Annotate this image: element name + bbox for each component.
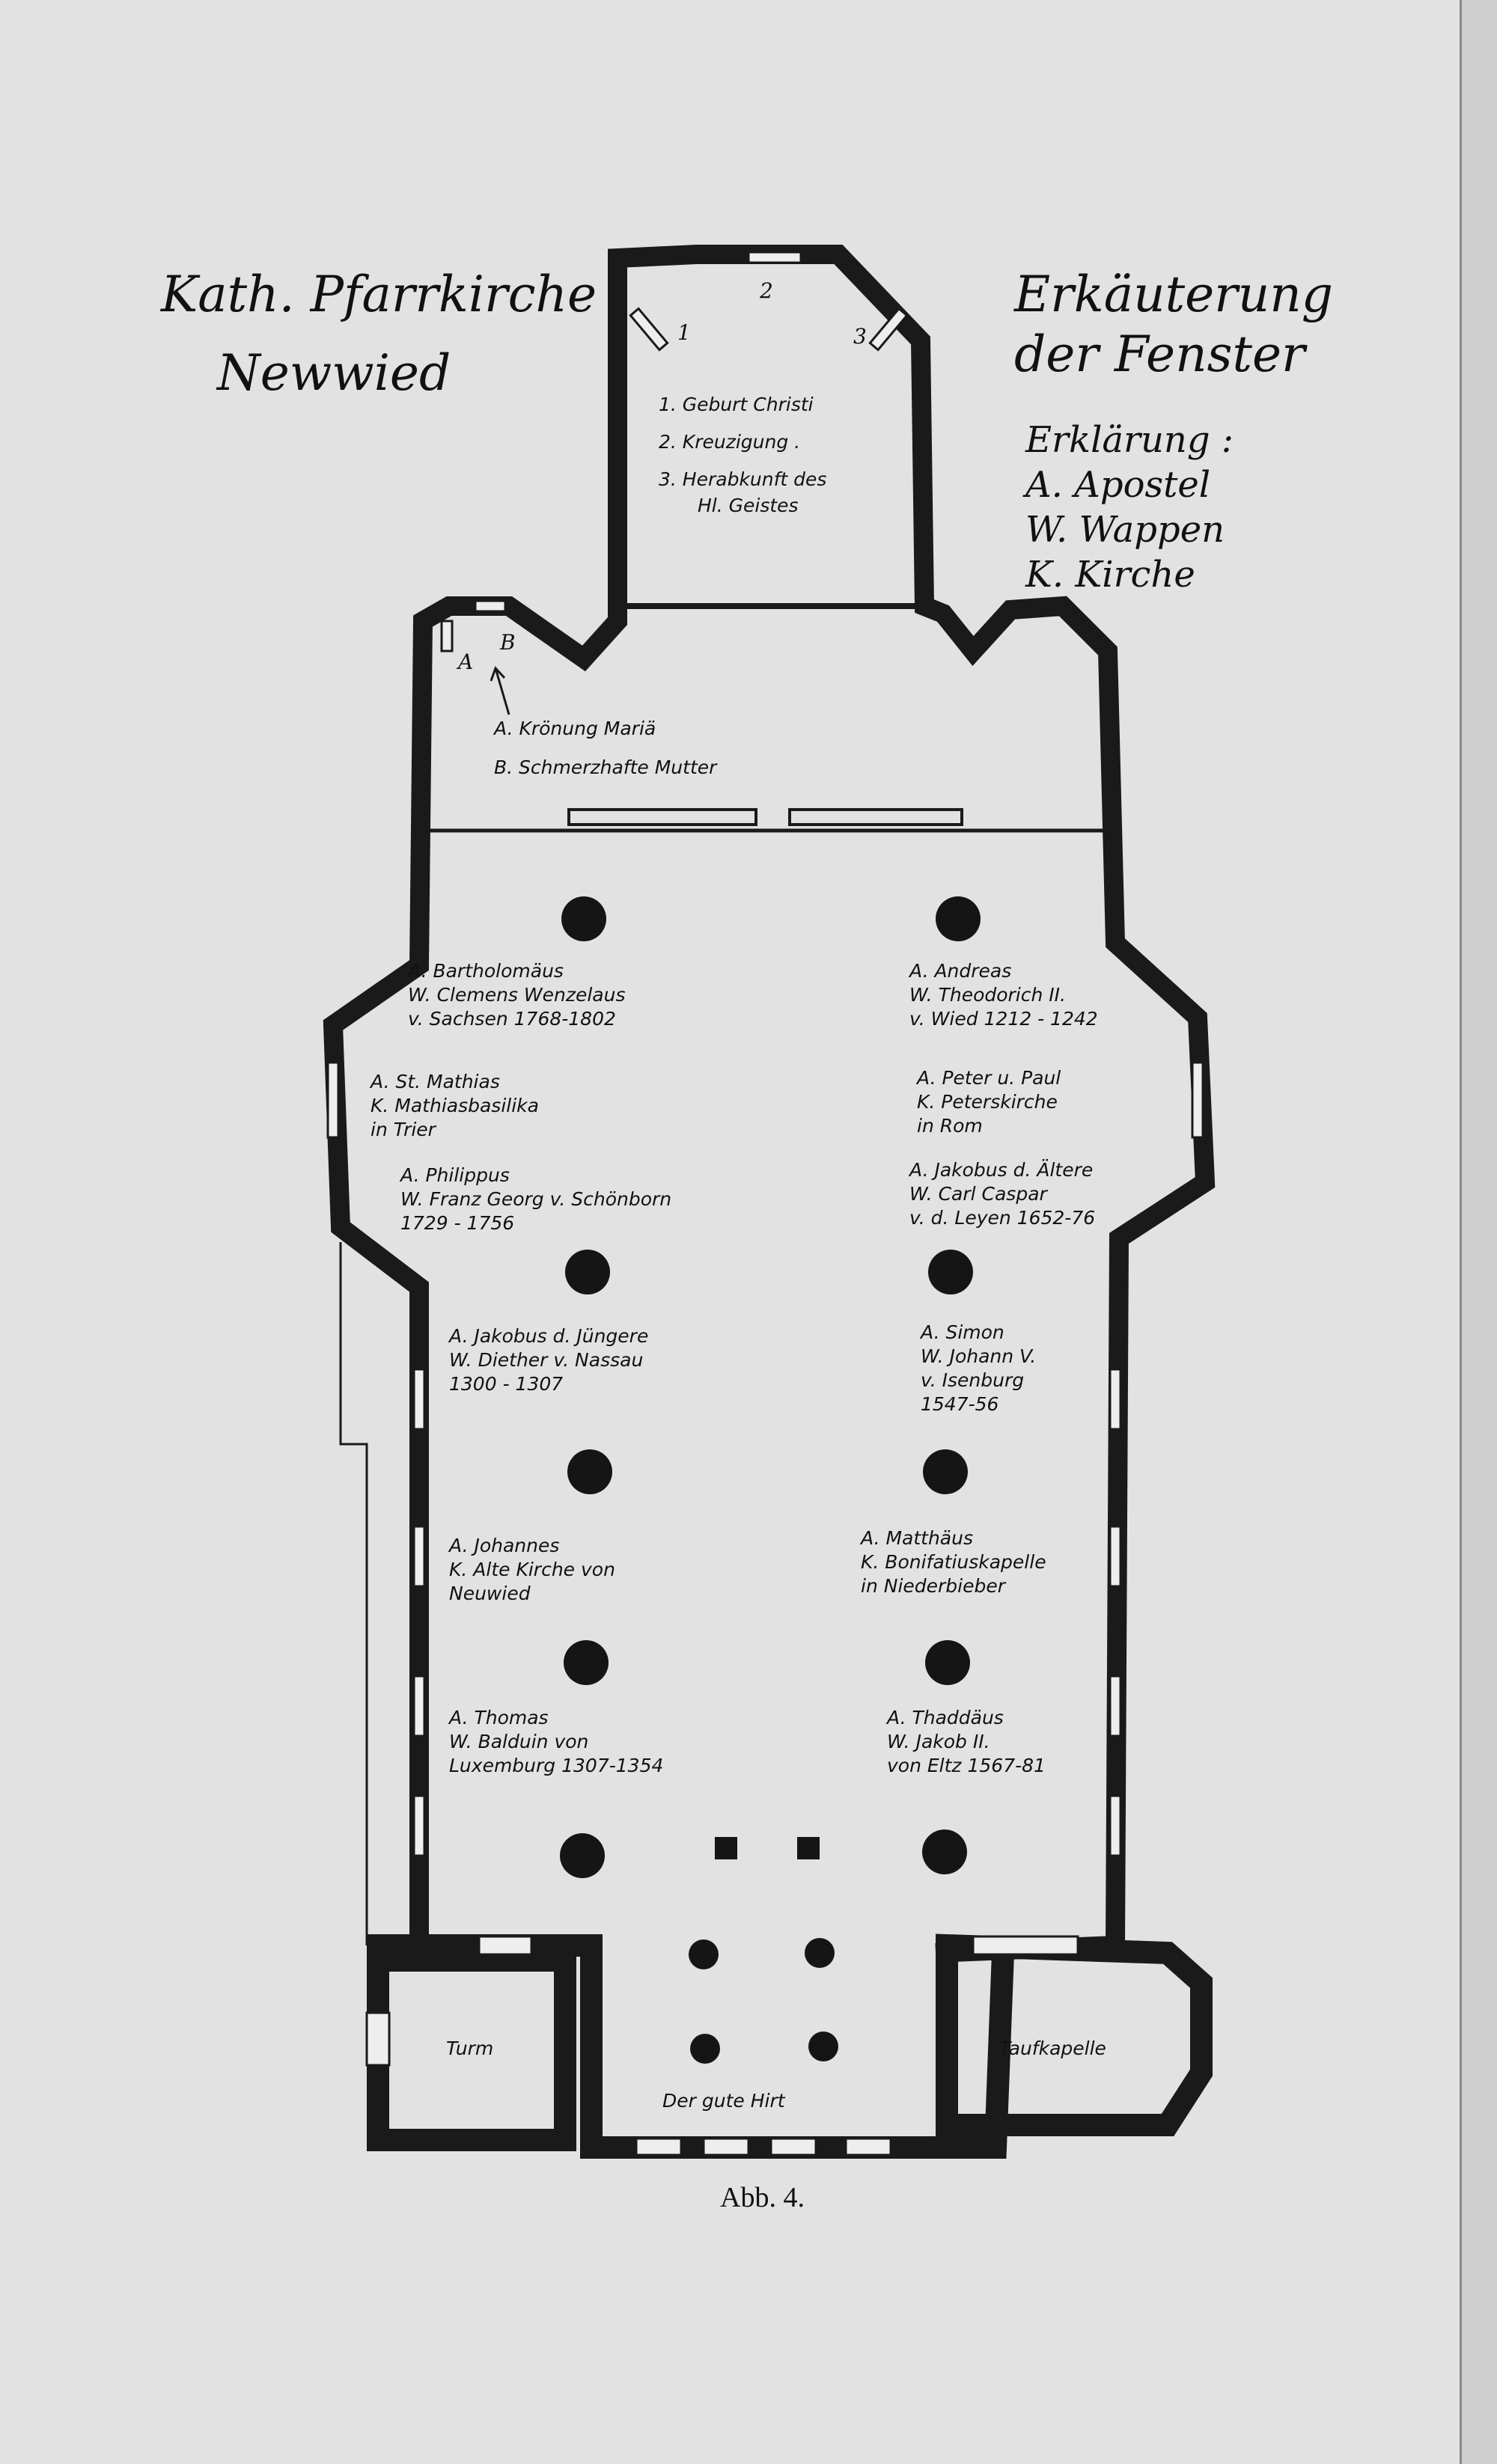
nave-window-l1 (412, 1368, 426, 1431)
entrance-label: Der gute Hirt (662, 2090, 785, 2112)
apse-window-3 (868, 307, 909, 352)
tower-window (365, 2011, 391, 2067)
nave-window-l2 (412, 1525, 426, 1588)
pillar (715, 1837, 737, 1859)
legend-subheading: Erklärung : (1025, 419, 1234, 461)
title-line-1: Kath. Pfarrkirche (161, 266, 597, 323)
nave-window-label: A. Peter u. Paul K. Peterskirche in Rom (917, 1067, 1061, 1137)
chapel-window-letter: A (458, 649, 474, 674)
front-window-4 (844, 2137, 892, 2156)
nave-window-label: A. Simon W. Johann V. v. Isenburg 1547-5… (921, 1321, 1037, 1415)
outer-wall (323, 245, 1216, 1963)
column (928, 1250, 973, 1294)
column (689, 1939, 719, 1969)
chapel-window-a (440, 620, 454, 652)
figure-caption: Abb. 4. (720, 2182, 805, 2213)
chapel-window-label: B. Schmerzhafte Mutter (494, 756, 717, 778)
nave-window-label: A. Bartholomäus W. Clemens Wenzelaus v. … (408, 960, 626, 1030)
nave-window-label: A. Philippus W. Franz Georg v. Schönborn… (400, 1164, 672, 1234)
altar-step-2 (788, 808, 963, 826)
apse-window-label: 3. Herabkunft des (659, 468, 827, 490)
column (923, 1449, 968, 1494)
nave-window-label: A. Thomas W. Balduin von Luxemburg 1307-… (449, 1707, 664, 1776)
baptistery-opening (972, 1935, 1079, 1956)
legend-item: W. Wappen (1025, 509, 1225, 551)
nave-window-label: A. Johannes K. Alte Kirche von Neuwied (449, 1535, 615, 1604)
nave-window-label: A. Matthäus K. Bonifatiuskapelle in Nied… (861, 1527, 1046, 1597)
column (805, 1938, 835, 1968)
nave-window-r2 (1109, 1525, 1122, 1588)
nave-window-label: A. Andreas W. Theodorich II. v. Wied 121… (909, 960, 1098, 1030)
apse-window-label: Hl. Geistes (698, 495, 799, 516)
nave-window-label: A. Jakobus d. Ältere W. Carl Caspar v. d… (909, 1159, 1096, 1229)
book-page (0, 0, 1460, 2464)
transept-window-l (326, 1061, 340, 1139)
arrow-icon (490, 666, 510, 715)
chapel-window-letter: B (500, 630, 516, 655)
column (565, 1250, 610, 1294)
column (808, 2032, 838, 2061)
column (564, 1640, 609, 1685)
apse-window-label: 1. Geburt Christi (659, 394, 814, 415)
front-window-3 (769, 2137, 817, 2156)
tower-opening (478, 1935, 533, 1956)
nave-window-r4 (1109, 1794, 1122, 1857)
baptistery-label: Taufkapelle (999, 2037, 1106, 2059)
column (561, 896, 606, 941)
baptistery-walls (936, 1933, 1213, 2136)
nave-window-l3 (412, 1675, 426, 1737)
book-spine (1460, 0, 1497, 2464)
apse-window-1 (629, 307, 669, 352)
column (690, 2034, 720, 2064)
aisle-line (339, 1242, 368, 1945)
column (936, 896, 981, 941)
front-window-2 (702, 2137, 750, 2156)
transept-window-r (1191, 1061, 1204, 1139)
nave-window-l4 (412, 1794, 426, 1857)
title-line-2: Newwied (217, 344, 451, 402)
apse-window-label: 2. Kreuzigung . (659, 431, 801, 453)
nave-window-r1 (1109, 1368, 1122, 1431)
legend-heading-2: der Fenster (1014, 325, 1305, 383)
column (567, 1449, 612, 1494)
column (922, 1829, 967, 1874)
legend-item: K. Kirche (1025, 554, 1195, 596)
tower-label: Turm (446, 2037, 494, 2059)
front-window-1 (635, 2137, 683, 2156)
chapel-window-b (474, 599, 507, 613)
nave-window-label: A. St. Mathias K. Mathiasbasilika in Tri… (371, 1071, 539, 1140)
legend-item: A. Apostel (1025, 464, 1211, 506)
apse-window-number: 1 (677, 320, 691, 345)
nave-window-label: A. Thaddäus W. Jakob II. von Eltz 1567-8… (887, 1707, 1046, 1776)
chapel-window-label: A. Krönung Mariä (494, 718, 656, 739)
apse-window-number: 3 (853, 324, 867, 349)
apse-window-number: 2 (760, 278, 773, 303)
apse-window-2 (747, 251, 802, 264)
columns (560, 896, 981, 2064)
column (925, 1640, 970, 1685)
legend-heading-1: Erkäuterung (1014, 266, 1333, 323)
nave-window-label: A. Jakobus d. Jüngere W. Diether v. Nass… (449, 1325, 649, 1395)
altar-step-1 (567, 808, 757, 826)
pillar (797, 1837, 820, 1859)
nave-window-r3 (1109, 1675, 1122, 1737)
column (560, 1833, 605, 1878)
